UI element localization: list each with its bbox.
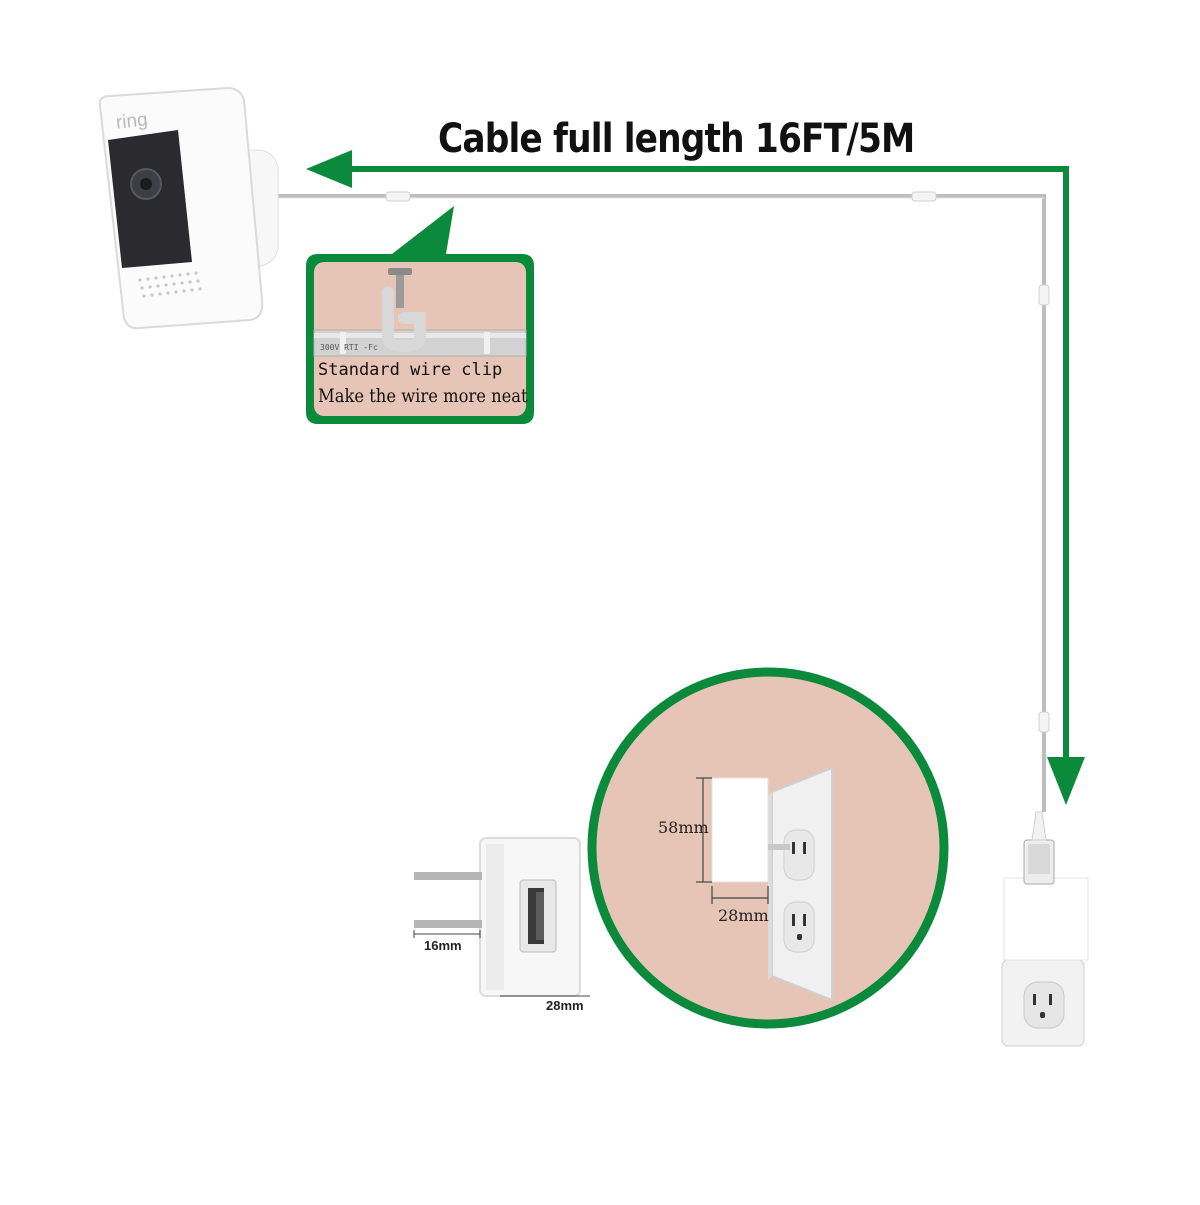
adapter-height-label: 58mm	[658, 818, 709, 837]
adapter-front-icon	[711, 777, 769, 883]
clip-callout-line1: Standard wire clip	[318, 360, 503, 380]
outlet-icon	[1023, 981, 1065, 1029]
usb-plug	[413, 837, 590, 997]
wire-clip-marker	[385, 191, 411, 202]
adapter-width-label: 28mm	[718, 906, 769, 925]
length-arrow	[306, 150, 1085, 805]
nail-icon	[396, 272, 404, 308]
cable	[268, 191, 1050, 812]
wire-clip-marker	[911, 191, 937, 202]
wire-clip-marker	[1038, 711, 1050, 733]
brand-logo: ring	[114, 109, 149, 134]
wall-plate	[771, 766, 833, 1002]
speaker-grille	[138, 271, 202, 298]
clip-icon	[382, 286, 426, 352]
camera	[98, 86, 279, 330]
arrow-left-head-icon	[306, 150, 352, 188]
plug-width-label: 28mm	[546, 998, 584, 1013]
outlet-icon	[783, 901, 815, 953]
wire-clip-callout: 300V RTI -Fc	[306, 206, 534, 424]
installed-adapter	[1001, 811, 1089, 1047]
outlet-icon	[783, 829, 815, 881]
cable-print: 300V RTI -Fc	[320, 343, 378, 352]
wire-clip-marker	[1038, 284, 1050, 306]
arrow-down-head-icon	[1047, 757, 1085, 805]
cable-length-headline: Cable full length 16FT/5M	[438, 116, 915, 162]
prong-icon	[414, 920, 482, 928]
prong-icon	[414, 872, 482, 880]
plug-depth-label: 16mm	[424, 938, 462, 953]
adapter-detail-circle	[587, 667, 949, 1029]
clip-callout-line2: Make the wire more neat	[318, 385, 528, 407]
